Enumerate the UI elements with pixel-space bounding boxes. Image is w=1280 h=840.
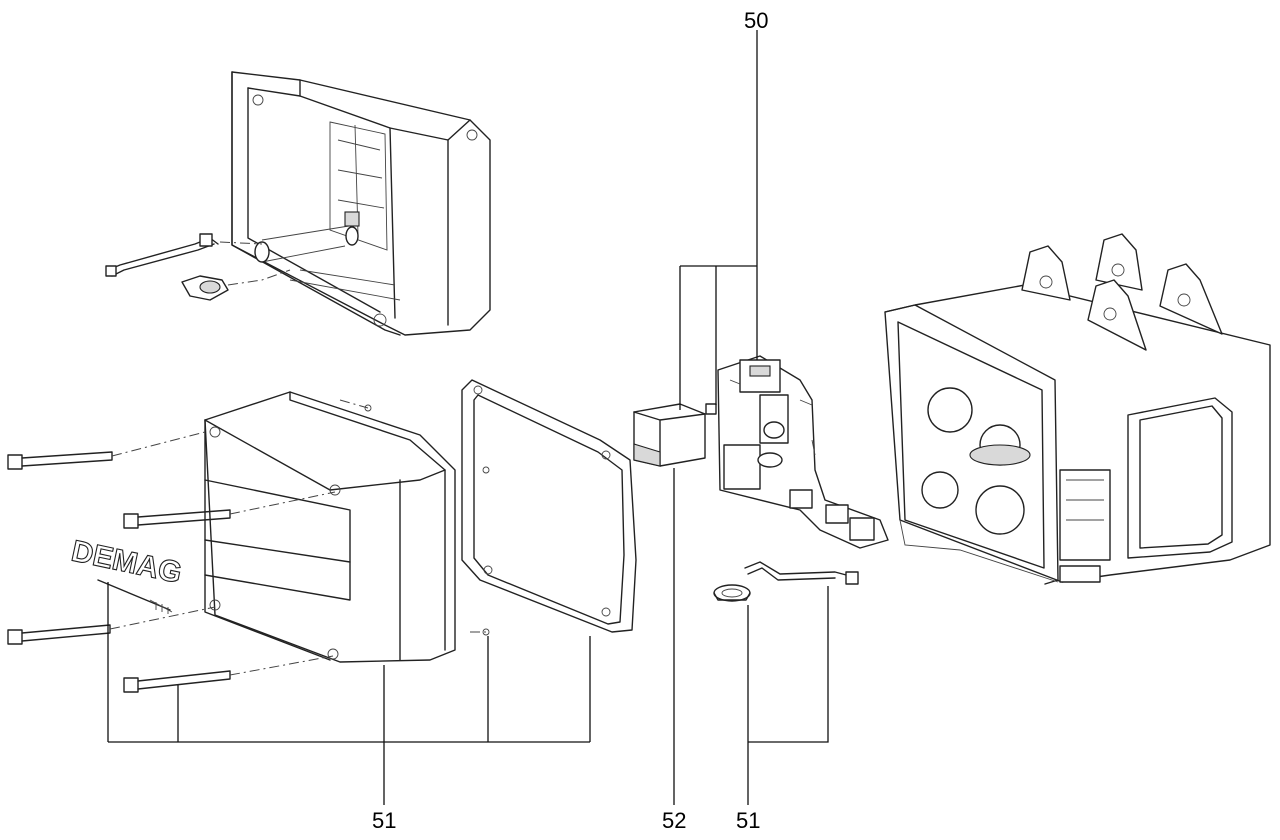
- demag-logo: DEMAG: [69, 535, 185, 590]
- leader-51-right: [747, 586, 829, 805]
- screw-3: [7, 606, 216, 645]
- insulation-cap: [633, 403, 706, 467]
- cover-screws: [7, 399, 490, 693]
- leader-50-branch: [679, 265, 757, 410]
- screw-4: [123, 655, 334, 693]
- screw-1: [7, 431, 206, 470]
- leader-lines: [107, 30, 829, 805]
- ground-bracket-top: [105, 233, 263, 277]
- callout-51-right: 51: [736, 808, 760, 833]
- screw-2: [123, 491, 336, 529]
- callout-50: 50: [744, 8, 768, 33]
- control-pcb: [705, 355, 889, 549]
- callout-51-left: 51: [372, 808, 396, 833]
- housing-cover: [204, 391, 456, 663]
- ground-bracket-bottom: [744, 561, 859, 585]
- gasket: [461, 379, 637, 633]
- logo-plate: DEMAG: [68, 534, 185, 614]
- cable-tie: [713, 584, 751, 602]
- cable-clamp-top: [181, 269, 291, 301]
- callout-52: 52: [662, 808, 686, 833]
- hoist-body: [884, 233, 1271, 585]
- leader-51-left: [107, 582, 591, 805]
- housing-box-top: [231, 71, 491, 336]
